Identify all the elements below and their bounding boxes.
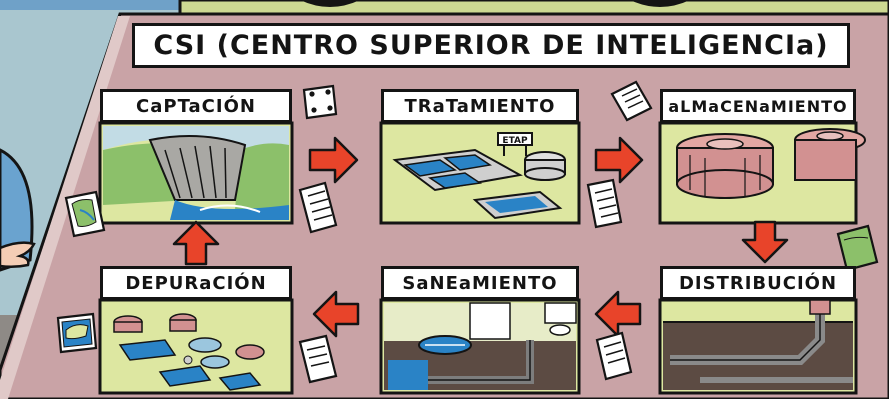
note-map-left <box>64 190 106 238</box>
arrow-captacion-to-tratamiento <box>308 136 359 184</box>
panel-saneamiento <box>379 298 581 395</box>
panel-depuracion <box>98 298 294 395</box>
top-wheel-left <box>300 0 360 7</box>
figure-sleeve <box>0 148 34 272</box>
arrow-tratamiento-to-almacenamiento <box>594 136 644 184</box>
step-label-depuracion: DEPURaCIÓN <box>100 266 292 300</box>
step-label-saneamiento: SaNEaMIENTO <box>381 266 579 300</box>
step-label-distribucion: DISTRIBUCIÓN <box>660 266 856 300</box>
step-label-almacenamiento: aLMaCENaMIENTO <box>660 89 856 123</box>
note-map-depuracion <box>56 312 98 354</box>
etap-sign-text: ETAP <box>502 136 528 146</box>
panel-distribucion <box>658 298 858 395</box>
etap-sign <box>497 132 533 146</box>
note-green-right <box>836 224 879 272</box>
step-label-tratamiento: TRaTaMIENTO <box>381 89 579 123</box>
arrow-distribucion-to-saneamiento <box>594 290 642 338</box>
panel-captacion <box>98 121 294 225</box>
note-blank-top <box>302 84 338 120</box>
step-label-captacion: CaPTaCIÓN <box>100 89 292 123</box>
page-title: CSI (CENTRO SUPERIOR DE INTELIGENCIa) <box>132 23 850 68</box>
top-yellow-panel <box>178 0 889 16</box>
note-lined-top <box>610 80 653 122</box>
note-lined-captacion <box>298 181 338 234</box>
arrow-saneamiento-to-depuracion <box>312 290 360 338</box>
note-lined-depuracion <box>298 334 338 384</box>
note-lined-tratamiento <box>586 178 623 229</box>
panel-almacenamiento <box>658 121 866 225</box>
arrow-almacenamiento-to-distribucion <box>741 220 789 264</box>
figure-hand <box>0 241 36 269</box>
note-lined-saneamiento <box>595 331 633 381</box>
panel-tratamiento: ETAP <box>379 121 581 225</box>
board-edge-highlight <box>0 16 130 399</box>
arrow-depuracion-to-captacion <box>172 220 220 266</box>
top-wheel-right <box>630 0 690 7</box>
